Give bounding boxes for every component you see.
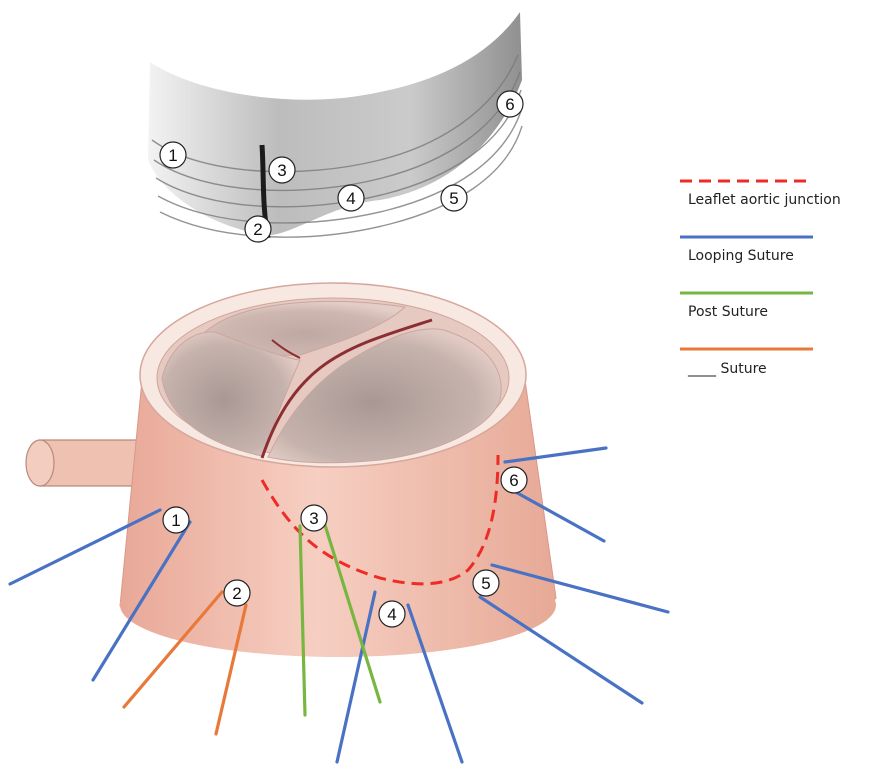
strip-label-5: 5 xyxy=(441,185,467,211)
looping-suture-5b xyxy=(480,597,642,703)
legend-label-junction: Leaflet aortic junction xyxy=(688,192,841,208)
legend-label-post: Post Suture xyxy=(688,304,768,320)
svg-text:2: 2 xyxy=(253,220,262,239)
strip-label-2: 2 xyxy=(245,216,271,242)
svg-text:6: 6 xyxy=(505,95,514,114)
strip-label-6: 6 xyxy=(497,91,523,117)
svg-text:5: 5 xyxy=(449,189,458,208)
side-tube xyxy=(26,440,150,486)
valve-label-6: 6 xyxy=(501,467,527,493)
legend-label-other: ____ Suture xyxy=(687,361,767,377)
legend: Leaflet aortic junction Looping Suture P… xyxy=(680,181,841,377)
valve-label-2: 2 xyxy=(224,580,250,606)
svg-text:5: 5 xyxy=(481,574,490,593)
valve-label-4: 4 xyxy=(379,601,405,627)
svg-text:6: 6 xyxy=(509,471,518,490)
svg-text:1: 1 xyxy=(168,146,177,165)
strip-label-1: 1 xyxy=(160,142,186,168)
strip-label-4: 4 xyxy=(338,185,364,211)
valve-label-1: 1 xyxy=(163,507,189,533)
svg-text:3: 3 xyxy=(309,509,318,528)
valve-label-5: 5 xyxy=(473,570,499,596)
svg-text:4: 4 xyxy=(387,605,396,624)
valve-model xyxy=(10,283,668,762)
svg-text:1: 1 xyxy=(171,511,180,530)
valve-label-3: 3 xyxy=(301,505,327,531)
svg-text:2: 2 xyxy=(232,584,241,603)
legend-label-looping: Looping Suture xyxy=(688,248,794,264)
svg-text:3: 3 xyxy=(277,161,286,180)
strip-label-3: 3 xyxy=(269,157,295,183)
svg-text:4: 4 xyxy=(346,189,355,208)
